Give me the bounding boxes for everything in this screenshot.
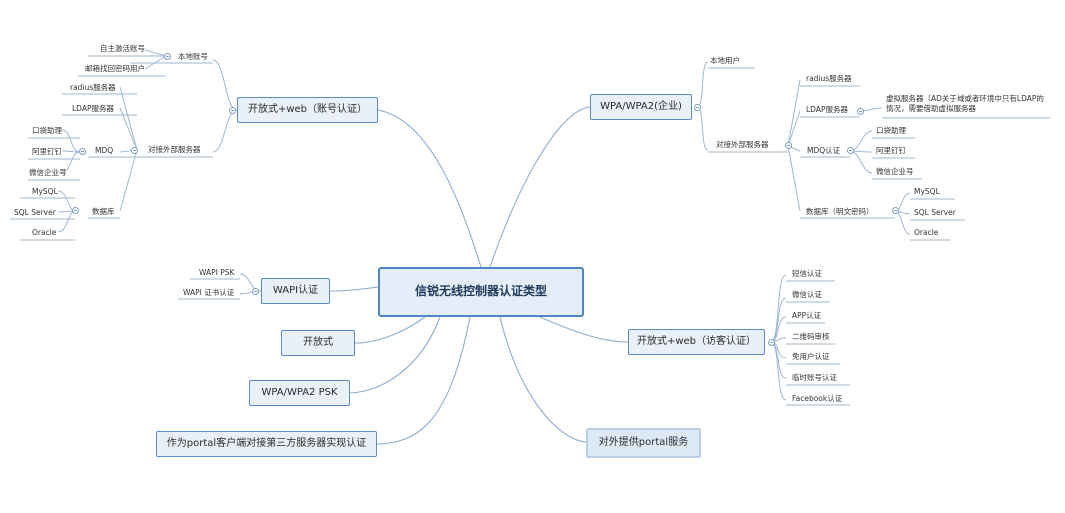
collapse-toggle-icon[interactable] — [892, 207, 899, 214]
collapse-toggle-icon[interactable] — [768, 339, 775, 346]
node-database-right[interactable]: 数据库（明文密码） — [806, 207, 874, 216]
node-virtual-server[interactable]: 虚拟服务器（AD关于域或者环境中只有LDAP的情况，需要借助虚拟服务器 — [886, 94, 1044, 113]
collapse-toggle-icon[interactable] — [785, 142, 792, 149]
node-ldap-server-left[interactable]: LDAP服务器 — [72, 104, 114, 113]
node-open-web-account[interactable]: 开放式+web（账号认证） — [237, 97, 378, 123]
node-wechat-enterprise-right[interactable]: 微信企业号 — [876, 167, 914, 176]
node-ldap-server-right[interactable]: LDAP服务器 — [806, 105, 848, 114]
collapse-toggle-icon[interactable] — [694, 104, 701, 111]
node-portal-client[interactable]: 作为portal客户端对接第三方服务器实现认证 — [156, 431, 377, 457]
node-oracle-right[interactable]: Oracle — [914, 228, 939, 237]
node-oracle-left[interactable]: Oracle — [32, 228, 57, 237]
node-mdq-right[interactable]: MDQ认证 — [807, 146, 841, 155]
collapse-toggle-icon[interactable] — [131, 147, 138, 154]
node-email-recover-user[interactable]: 邮箱找回密码用户 — [85, 64, 145, 73]
node-wechat-auth[interactable]: 微信认证 — [792, 290, 822, 299]
root-topic[interactable]: 信锐无线控制器认证类型 — [378, 267, 584, 317]
node-wapi[interactable]: WAPI认证 — [261, 278, 330, 304]
node-mysql-right[interactable]: MySQL — [914, 187, 940, 196]
node-qrcode-review[interactable]: 二维码审核 — [792, 332, 830, 341]
node-sqlserver-left[interactable]: SQL Server — [14, 208, 56, 217]
node-radius-server-right[interactable]: radius服务器 — [806, 74, 852, 83]
collapse-toggle-icon[interactable] — [229, 107, 236, 114]
node-external-server-left[interactable]: 对接外部服务器 — [148, 145, 201, 154]
collapse-toggle-icon[interactable] — [847, 147, 854, 154]
node-external-server-right[interactable]: 对接外部服务器 — [716, 140, 769, 149]
collapse-toggle-icon[interactable] — [164, 53, 171, 60]
collapse-toggle-icon[interactable] — [72, 207, 79, 214]
node-radius-server-left[interactable]: radius服务器 — [70, 83, 116, 92]
node-wapi-cert[interactable]: WAPI 证书认证 — [183, 288, 235, 297]
node-self-activated-account[interactable]: 自主激活账号 — [100, 44, 145, 53]
collapse-toggle-icon[interactable] — [857, 108, 864, 115]
node-pocket-assistant-right[interactable]: 口袋助理 — [876, 126, 906, 135]
node-database-left[interactable]: 数据库 — [92, 207, 115, 216]
node-portal-service[interactable]: 对外提供portal服务 — [586, 428, 701, 458]
node-local-user[interactable]: 本地用户 — [710, 56, 740, 65]
node-pocket-assistant-left[interactable]: 口袋助理 — [32, 126, 62, 135]
node-wpa-psk[interactable]: WPA/WPA2 PSK — [249, 380, 350, 406]
node-wechat-enterprise-left[interactable]: 微信企业号 — [29, 168, 67, 177]
node-app-auth[interactable]: APP认证 — [792, 311, 822, 320]
node-temp-account-auth[interactable]: 临时账号认证 — [792, 373, 837, 382]
node-wapi-psk[interactable]: WAPI PSK — [199, 268, 235, 277]
node-no-user-auth[interactable]: 免用户认证 — [792, 352, 830, 361]
node-facebook-auth[interactable]: Facebook认证 — [792, 394, 843, 403]
collapse-toggle-icon[interactable] — [252, 288, 259, 295]
node-mysql-left[interactable]: MySQL — [32, 187, 58, 196]
node-wpa-enterprise[interactable]: WPA/WPA2(企业) — [590, 94, 692, 120]
node-mdq-left[interactable]: MDQ — [95, 146, 114, 155]
node-open-web-visitor[interactable]: 开放式+web（访客认证） — [628, 329, 765, 355]
collapse-toggle-icon[interactable] — [79, 148, 86, 155]
node-dingtalk-left[interactable]: 阿里钉钉 — [32, 147, 62, 156]
node-sms-auth[interactable]: 短信认证 — [792, 269, 822, 278]
node-sqlserver-right[interactable]: SQL Server — [914, 208, 956, 217]
node-open[interactable]: 开放式 — [281, 330, 355, 356]
node-local-account[interactable]: 本地账号 — [178, 52, 208, 61]
node-dingtalk-right[interactable]: 阿里钉钉 — [876, 146, 906, 155]
